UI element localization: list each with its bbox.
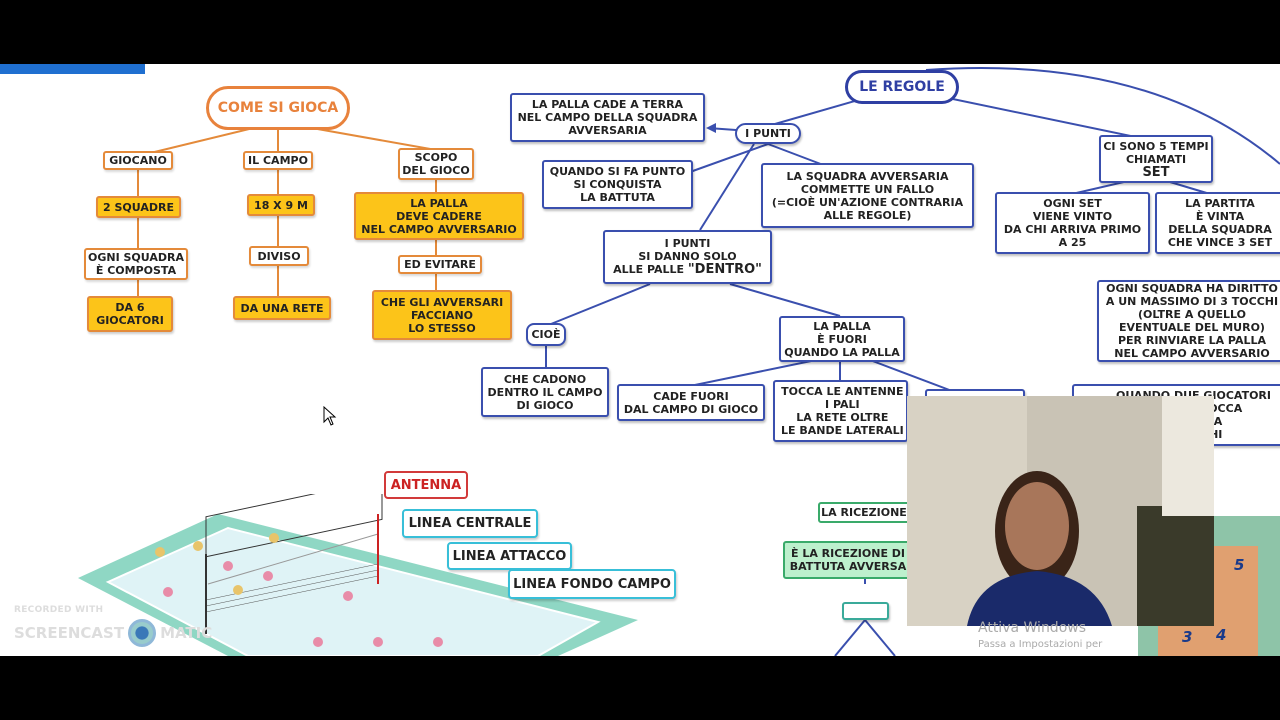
activation-title: Attiva Windows xyxy=(978,620,1102,636)
activation-subtitle: Passa a Impostazioni per xyxy=(978,639,1102,650)
ricezione-def-node: È LA RICEZIONE DI BATTUTA AVVERSA xyxy=(783,541,913,579)
cioe-node: CIOÈ xyxy=(526,323,566,346)
screencast-watermark: RECORDED WITH SCREENCAST MATIC xyxy=(14,605,212,647)
cade-fuori-node: CADE FUORI DAL CAMPO DI GIOCO xyxy=(617,384,765,421)
linea-fondo-label: LINEA FONDO CAMPO xyxy=(508,569,676,599)
ed-evitare-node: ED EVITARE xyxy=(398,255,482,274)
windows-activation-notice: Attiva Windows Passa a Impostazioni per xyxy=(978,620,1102,650)
ogni-squadra-node: OGNI SQUADRA È COMPOSTA xyxy=(84,248,188,280)
screencast-logo-icon xyxy=(128,619,156,647)
watermark-line1: RECORDED WITH xyxy=(14,605,212,615)
dimensioni-node: 18 X 9 M xyxy=(247,194,315,216)
svg-text:5: 5 xyxy=(1234,556,1244,574)
che-gli-avversari-node: CHE GLI AVVERSARI FACCIANO LO STESSO xyxy=(372,290,512,340)
palla-cade-node: LA PALLA CADE A TERRA NEL CAMPO DELLA SQ… xyxy=(510,93,705,142)
giocano-node: GIOCANO xyxy=(103,151,173,170)
le-regole-title: LE REGOLE xyxy=(845,70,959,104)
da-una-rete-node: DA UNA RETE xyxy=(233,296,331,320)
la-palla-deve-node: LA PALLA DEVE CADERE NEL CAMPO AVVERSARI… xyxy=(354,192,524,240)
tocca-antenne-node: TOCCA LE ANTENNE I PALI LA RETE OLTRE LE… xyxy=(773,380,908,442)
svg-text:3: 3 xyxy=(1182,628,1192,646)
scopo-node: SCOPO DEL GIOCO xyxy=(398,148,474,180)
tre-tocchi-node: OGNI SQUADRA HA DIRITTO A UN MASSIMO DI … xyxy=(1097,280,1280,362)
empty-node xyxy=(842,602,889,620)
cadono-dentro-node: CHE CADONO DENTRO IL CAMPO DI GIOCO xyxy=(481,367,609,417)
palla-fuori-node: LA PALLA È FUORI QUANDO LA PALLA xyxy=(779,316,905,362)
mind-map-canvas: COME SI GIOCA GIOCANO IL CAMPO SCOPO DEL… xyxy=(0,64,1280,656)
svg-text:4: 4 xyxy=(1215,626,1226,644)
ricezione-node: LA RICEZIONE xyxy=(818,502,910,523)
diviso-node: DIVISO xyxy=(249,246,309,266)
punti-dentro-node: I PUNTI SI DANNO SOLO ALLE PALLE "DENTRO… xyxy=(603,230,772,284)
antenna-label: ANTENNA xyxy=(384,471,468,499)
quando-punto-node: QUANDO SI FA PUNTO SI CONQUISTA LA BATTU… xyxy=(542,160,693,209)
mouse-cursor-icon xyxy=(323,406,337,426)
watermark-brand: SCREENCAST xyxy=(14,624,124,642)
il-campo-node: IL CAMPO xyxy=(243,151,313,170)
linea-attacco-label: LINEA ATTACCO xyxy=(447,542,572,570)
partita-node: LA PARTITA È VINTA DELLA SQUADRA CHE VIN… xyxy=(1155,192,1280,254)
come-si-gioca-title: COME SI GIOCA xyxy=(206,86,350,130)
watermark-brand-suffix: MATIC xyxy=(160,624,212,642)
linea-centrale-label: LINEA CENTRALE xyxy=(402,509,538,538)
fallo-node: LA SQUADRA AVVERSARIA COMMETTE UN FALLO … xyxy=(761,163,974,228)
due-squadre-node: 2 SQUADRE xyxy=(96,196,181,218)
webcam-overlay xyxy=(907,396,1214,626)
da6-node: DA 6 GIOCATORI xyxy=(87,296,173,332)
i-punti-node: I PUNTI xyxy=(735,123,801,144)
ogni-set-node: OGNI SET VIENE VINTO DA CHI ARRIVA PRIMO… xyxy=(995,192,1150,254)
